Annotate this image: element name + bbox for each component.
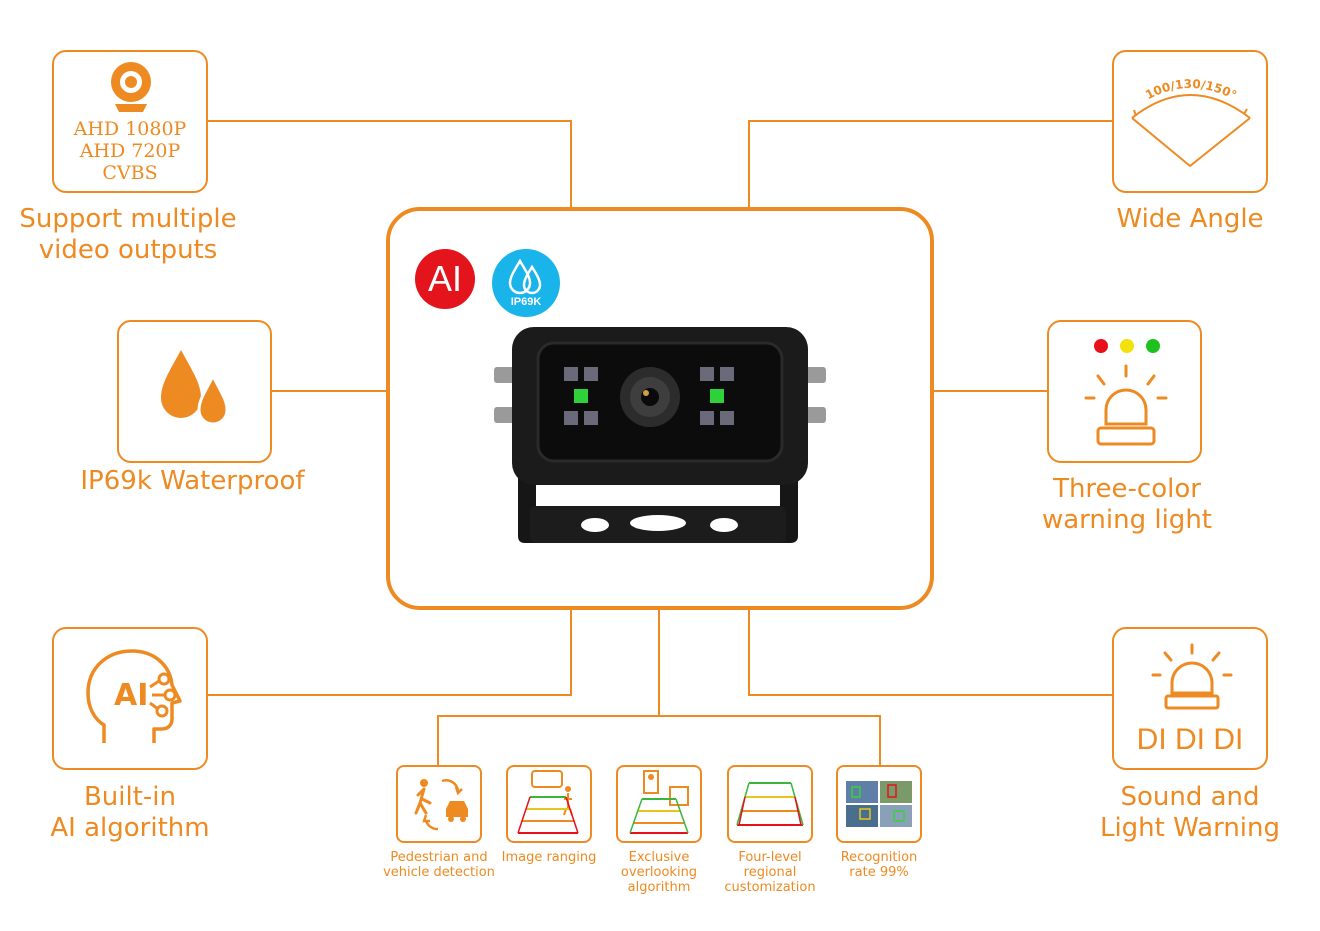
pedestrian-vehicle-card: [396, 765, 482, 843]
connector-sound: [748, 694, 1114, 696]
overlooking-algorithm-caption: Exclusive overlooking algorithm: [594, 850, 724, 895]
connector-functions-v: [658, 608, 660, 716]
yellow-dot: [1120, 339, 1134, 353]
ip69k-badge: IP69K: [492, 249, 560, 317]
video-outputs-card: AHD 1080P AHD 720P CVBS: [52, 50, 208, 193]
video-outputs-caption: Support multiple video outputs: [0, 204, 256, 266]
connector-waterproof: [270, 390, 388, 392]
siren-icon: [1151, 643, 1233, 710]
pedestrian-vehicle-caption: Pedestrian and vehicle detection: [374, 850, 504, 880]
caption-line: regional: [743, 865, 797, 880]
overlooking-algorithm-icon: [629, 770, 689, 834]
ai-icon-text: AI: [114, 678, 148, 713]
camera-image: [494, 327, 826, 543]
webcam-icon: [111, 62, 151, 112]
caption-line: overlooking: [620, 865, 698, 880]
ai-badge: AI: [415, 249, 475, 309]
warning-light-card: [1047, 320, 1202, 463]
caption-line: Built-in: [83, 782, 177, 812]
caption-line: Four-level: [738, 850, 802, 865]
recognition-rate-caption: Recognition rate 99%: [814, 850, 944, 880]
connector-wide: [748, 120, 1114, 122]
waterproof-caption: IP69k Waterproof: [80, 466, 305, 496]
caption-line: Exclusive: [628, 850, 690, 865]
angle-label: 100/130/150°: [1143, 77, 1239, 102]
recognition-photo-icon: [846, 781, 912, 827]
format-ahd1080p: AHD 1080P: [73, 118, 187, 140]
connector-ai-v: [570, 608, 572, 696]
pedestrian-vehicle-icon: [414, 779, 468, 831]
red-dot: [1094, 339, 1108, 353]
format-cvbs: CVBS: [102, 162, 158, 184]
connector-sound-v: [748, 608, 750, 696]
sound-light-caption: Sound and Light Warning: [1080, 782, 1300, 844]
caption-line: Image ranging: [501, 850, 597, 865]
wide-angle-card: 100/130/150°: [1112, 50, 1268, 193]
four-level-caption: Four-level regional customization: [705, 850, 835, 895]
recognition-rate-card: [836, 765, 922, 843]
waterproof-card: [117, 320, 272, 463]
connector-functions: [437, 715, 881, 717]
green-dot: [1146, 339, 1160, 353]
wide-angle-caption: Wide Angle: [1116, 204, 1264, 234]
sound-light-card: DI DI DI: [1112, 627, 1268, 770]
caption-line: warning light: [1041, 505, 1212, 535]
caption-line: Pedestrian and: [390, 850, 488, 865]
overlooking-algorithm-card: [616, 765, 702, 843]
product-frame: AI IP69K: [386, 207, 934, 610]
caption-line: Sound and: [1120, 782, 1260, 812]
four-level-icon: [736, 782, 804, 826]
water-drop-icon: [161, 350, 229, 426]
svg-text:100/130/150°: 100/130/150°: [1143, 77, 1239, 102]
caption-line: vehicle detection: [383, 865, 495, 880]
caption-line: Recognition: [840, 850, 918, 865]
warning-light-caption: Three-color warning light: [1027, 474, 1227, 536]
didi-text: DI DI DI: [1136, 723, 1244, 756]
caption-line: algorithm: [627, 880, 691, 895]
caption-line: customization: [724, 880, 816, 895]
four-level-card: [727, 765, 813, 843]
connector-ai: [206, 694, 572, 696]
ai-head-icon: AI: [86, 649, 182, 743]
image-ranging-icon: [517, 770, 579, 834]
caption-line: Support multiple: [19, 204, 237, 234]
caption-line: rate 99%: [849, 865, 909, 880]
caption-line: video outputs: [38, 235, 218, 265]
ai-badge-label: AI: [427, 258, 462, 299]
wide-angle-icon: 100/130/150°: [1131, 77, 1251, 168]
water-drops-icon: [508, 258, 542, 295]
format-ahd720p: AHD 720P: [79, 140, 181, 162]
ai-card: AI: [52, 627, 208, 770]
image-ranging-card: [506, 765, 592, 843]
caption-line: AI algorithm: [50, 813, 210, 843]
connector-warning: [932, 390, 1048, 392]
image-ranging-caption: Image ranging: [484, 850, 614, 865]
connector-func5: [879, 715, 881, 767]
ai-caption: Built-in AI algorithm: [20, 782, 240, 844]
connector-video: [206, 120, 572, 122]
connector-wide-v: [748, 120, 750, 208]
caption-line: Light Warning: [1099, 813, 1281, 843]
connector-video-v: [570, 120, 572, 208]
beacon-icon: [1084, 364, 1168, 446]
caption-line: Three-color: [1053, 474, 1201, 504]
connector-func1: [437, 715, 439, 767]
ip69k-badge-label: IP69K: [510, 296, 542, 308]
